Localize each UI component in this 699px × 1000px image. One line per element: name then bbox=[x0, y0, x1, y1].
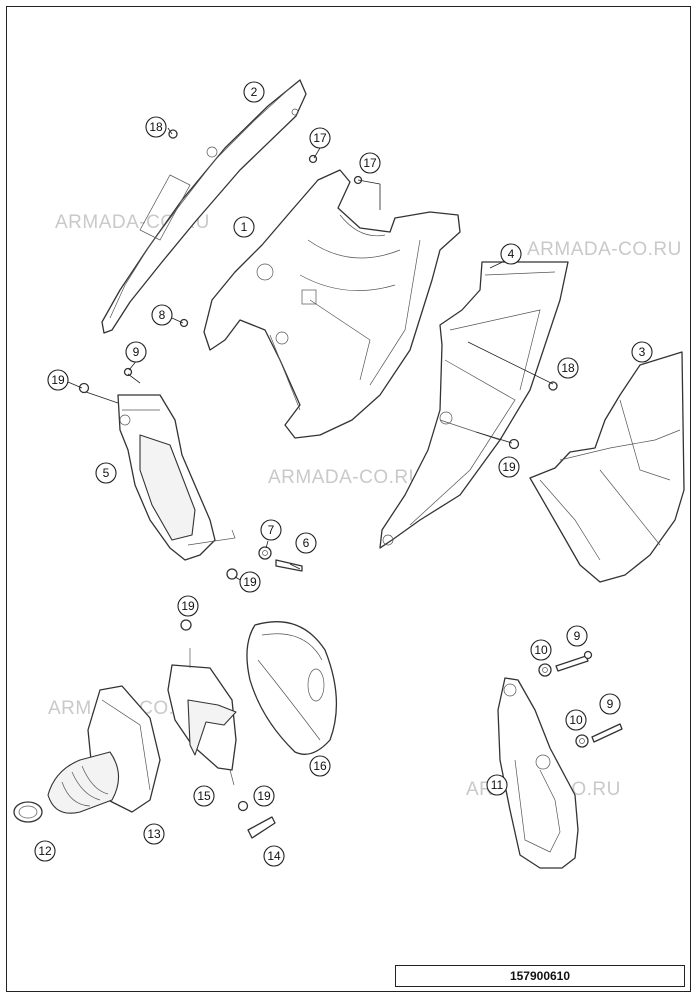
callout-13: 13 bbox=[143, 823, 165, 845]
callout-7: 7 bbox=[260, 519, 282, 541]
part-16-filter-cover bbox=[246, 621, 338, 755]
part-11-side-panel bbox=[497, 677, 579, 869]
callout-2: 2 bbox=[243, 81, 265, 103]
svg-text:9: 9 bbox=[574, 629, 581, 643]
part-3-number-plate bbox=[529, 351, 685, 583]
svg-text:18: 18 bbox=[561, 361, 575, 375]
callout-17: 17 bbox=[309, 127, 331, 149]
part-12-clamp bbox=[13, 801, 43, 823]
callout-4: 4 bbox=[500, 243, 522, 265]
svg-text:6: 6 bbox=[303, 536, 310, 550]
callout-1: 1 bbox=[233, 216, 255, 238]
svg-text:19: 19 bbox=[51, 373, 65, 387]
callout-3: 3 bbox=[631, 341, 653, 363]
callout-6: 6 bbox=[295, 532, 317, 554]
svg-text:1: 1 bbox=[241, 220, 248, 234]
callout-12: 12 bbox=[34, 840, 56, 862]
svg-text:16: 16 bbox=[313, 759, 327, 773]
small-fasteners bbox=[78, 129, 623, 839]
svg-text:19: 19 bbox=[502, 460, 516, 474]
callout-19: 19 bbox=[47, 369, 69, 391]
part-5-filter-holder bbox=[117, 394, 236, 561]
watermark-2: ARMADA-CO.RU bbox=[527, 239, 682, 260]
svg-text:19: 19 bbox=[257, 789, 271, 803]
callout-19: 19 bbox=[239, 571, 261, 593]
diagram-frame bbox=[6, 6, 691, 992]
svg-text:2: 2 bbox=[251, 85, 258, 99]
svg-text:5: 5 bbox=[103, 466, 110, 480]
svg-text:11: 11 bbox=[491, 778, 504, 792]
callout-14: 14 bbox=[263, 845, 285, 867]
svg-text:3: 3 bbox=[639, 345, 646, 359]
watermark-3: ARMADA-CO.RU bbox=[268, 467, 423, 488]
callout-9: 9 bbox=[599, 693, 621, 715]
svg-text:18: 18 bbox=[149, 120, 163, 134]
svg-text:10: 10 bbox=[534, 643, 548, 657]
leader-lines bbox=[67, 127, 554, 585]
svg-text:14: 14 bbox=[267, 849, 281, 863]
callout-16: 16 bbox=[309, 755, 331, 777]
callout-10: 10 bbox=[530, 639, 552, 661]
callouts: 2 18 17 17 1 4 8 9 18 3 19 19 5 7 6 19 1… bbox=[34, 81, 653, 867]
callout-15: 15 bbox=[193, 785, 215, 807]
callout-5: 5 bbox=[95, 462, 117, 484]
part-13-intake-boot bbox=[47, 685, 161, 814]
callout-19: 19 bbox=[498, 456, 520, 478]
svg-text:19: 19 bbox=[243, 575, 257, 589]
callout-10: 10 bbox=[565, 709, 587, 731]
svg-text:8: 8 bbox=[159, 308, 166, 322]
callout-9: 9 bbox=[566, 625, 588, 647]
drawing-number: 157900610 bbox=[395, 965, 685, 987]
callout-8: 8 bbox=[151, 304, 173, 326]
callout-18: 18 bbox=[557, 357, 579, 379]
part-2-side-rail bbox=[101, 79, 307, 334]
callout-19: 19 bbox=[253, 785, 275, 807]
callout-11: 11 bbox=[486, 774, 508, 796]
callout-19: 19 bbox=[177, 595, 199, 617]
part-1-airbox bbox=[203, 169, 461, 439]
svg-text:9: 9 bbox=[133, 345, 140, 359]
svg-text:17: 17 bbox=[313, 131, 327, 145]
svg-text:15: 15 bbox=[197, 789, 211, 803]
svg-text:9: 9 bbox=[607, 697, 614, 711]
svg-text:19: 19 bbox=[181, 599, 195, 613]
callout-17: 17 bbox=[359, 152, 381, 174]
svg-text:12: 12 bbox=[38, 844, 52, 858]
svg-text:7: 7 bbox=[268, 523, 275, 537]
callout-18: 18 bbox=[145, 116, 167, 138]
callout-9: 9 bbox=[125, 341, 147, 363]
part-15-filter-support bbox=[167, 648, 237, 786]
svg-text:10: 10 bbox=[569, 713, 583, 727]
svg-text:4: 4 bbox=[508, 247, 515, 261]
svg-text:13: 13 bbox=[147, 827, 161, 841]
svg-text:17: 17 bbox=[363, 156, 377, 170]
